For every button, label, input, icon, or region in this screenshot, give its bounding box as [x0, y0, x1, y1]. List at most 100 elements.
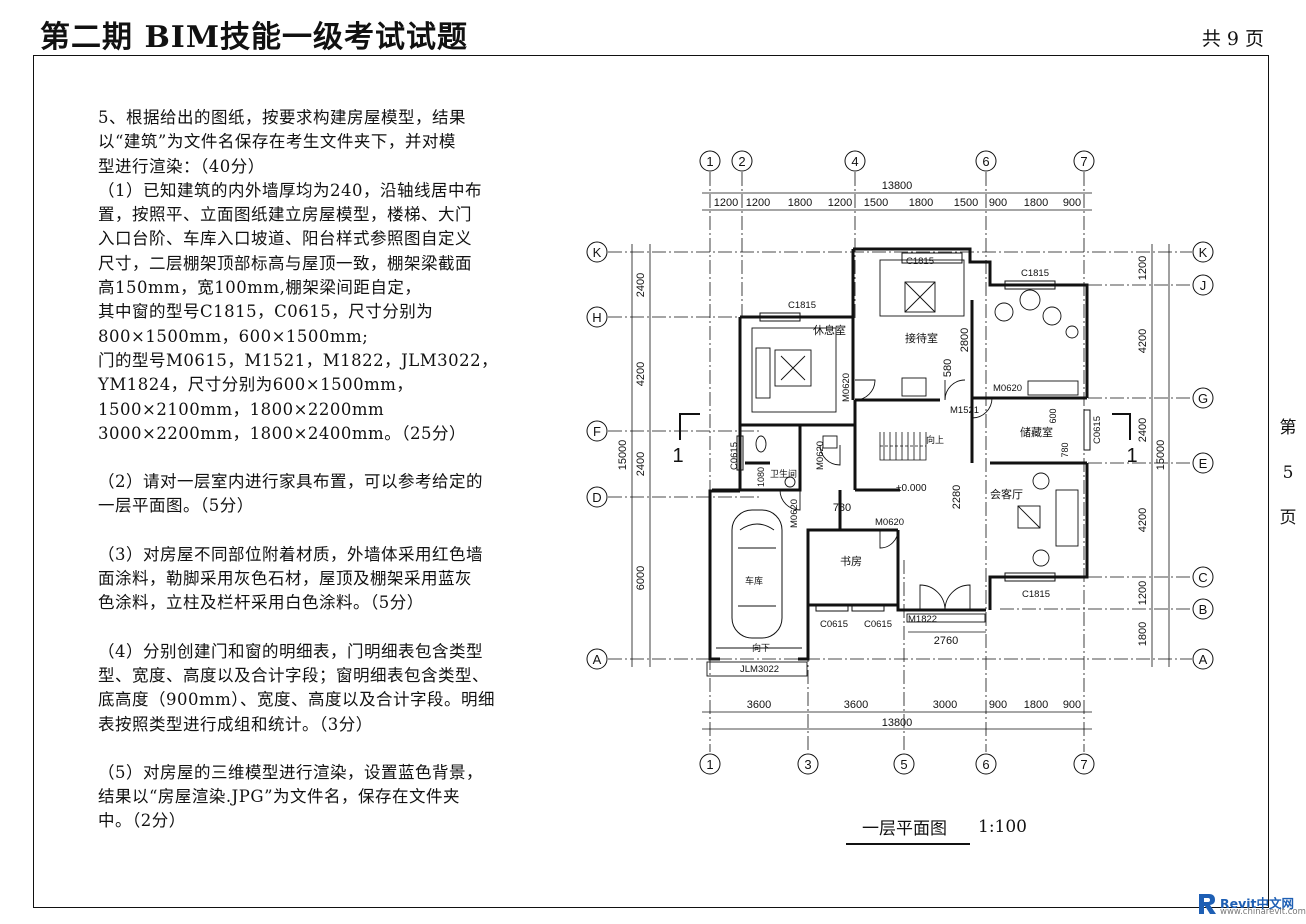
furniture: [751, 259, 1079, 567]
question-text: 5、根据给出的图纸，按要求构建房屋模型，结果 以“建筑”为文件名保存在考生文件夹…: [98, 106, 538, 834]
walls: [708, 247, 1089, 661]
dimension-lines: [631, 192, 1170, 730]
dimension-bottom: 3600: [844, 699, 868, 711]
dimension-top: 1200: [714, 197, 738, 209]
room-label: 储藏室: [1020, 425, 1053, 439]
logo-name: Revit中文网: [1220, 896, 1295, 911]
doors: [706, 379, 993, 677]
window-tag: C1815: [788, 300, 816, 311]
dimension-right: 4200: [1137, 508, 1149, 532]
door-tag: M0620: [993, 383, 1022, 394]
grid-label-right: C: [1198, 570, 1207, 585]
door-tag: M0620: [789, 499, 800, 528]
inner-dimension: 2760: [934, 635, 958, 647]
door-tag: M0620: [875, 517, 904, 528]
revit-logo: Revit中文网 www.chinarevit.com: [1196, 892, 1306, 918]
question-paragraph: （2）请对一层室内进行家具布置，可以参考给定的 一层平面图。（5分）: [98, 472, 483, 516]
plan-title-underline: [846, 843, 970, 845]
grid-label-bottom: 5: [900, 757, 907, 772]
dimension-total-right: 15000: [1155, 440, 1167, 471]
grid-label-left: H: [592, 310, 601, 325]
grid-label-bottom: 6: [982, 757, 989, 772]
grid-label-left: K: [593, 245, 602, 260]
window-tag: C0615: [729, 442, 740, 470]
room-label: 车库: [745, 575, 763, 586]
grid-label-right: A: [1199, 652, 1208, 667]
windows: [736, 252, 1091, 612]
side-page-char: 5: [1282, 463, 1294, 483]
grid-label-bottom: 3: [804, 757, 811, 772]
room-label: 接待室: [905, 331, 938, 345]
ramp-down-label: 向下: [752, 642, 770, 653]
inner-dimension: 780: [1060, 442, 1070, 457]
dimension-bottom: 3000: [933, 699, 957, 711]
dimension-right: 1200: [1137, 256, 1149, 280]
inner-dimension: 600: [1048, 408, 1058, 423]
door-tag: M1521: [950, 405, 979, 416]
window-tag: C1815: [1021, 268, 1049, 279]
inner-dimension: 2800: [959, 328, 971, 352]
inner-dimension: 1080: [756, 467, 766, 487]
car: [731, 509, 783, 639]
dimension-total-left: 15000: [617, 440, 629, 471]
dimension-right: 4200: [1137, 329, 1149, 353]
window-tag: C0615: [864, 619, 892, 630]
dimension-top: 1800: [909, 197, 933, 209]
dimension-left: 2400: [635, 273, 647, 297]
grid-label-top: 6: [982, 154, 989, 169]
window-tag: C1815: [1022, 589, 1050, 600]
dimension-total-bottom: 13800: [882, 717, 913, 729]
side-page-char: 页: [1279, 508, 1297, 528]
grid-label-top: 2: [738, 154, 745, 169]
dimension-left: 6000: [635, 566, 647, 590]
window-tag: C0615: [820, 619, 848, 630]
door-tag: M0620: [815, 441, 826, 470]
dimension-top: 1500: [954, 197, 978, 209]
grid-label-top: 4: [851, 154, 858, 169]
total-pages: 共 9 页: [1201, 28, 1264, 50]
question-paragraph: （5）对房屋的三维模型进行渲染，设置蓝色背景， 结果以“房屋渲染.JPG”为文件…: [98, 762, 483, 831]
question-paragraph: （4）分别创建门和窗的明细表，门明细表包含类型 型、宽度、高度以及合计字段；窗明…: [98, 641, 496, 734]
grid-label-left: D: [592, 490, 601, 505]
room-label: 书房: [840, 555, 862, 568]
door-tag: M1822: [908, 614, 937, 625]
grid-lines: [608, 172, 1192, 752]
grid-label-right: K: [1199, 245, 1208, 260]
question-paragraph: 5、根据给出的图纸，按要求构建房屋模型，结果 以“建筑”为文件名保存在考生文件夹…: [98, 108, 499, 443]
grid-label-bottom: 1: [706, 757, 713, 772]
room-label: 卫生间: [770, 468, 797, 479]
section-mark-label: 1: [672, 445, 683, 467]
dimension-bottom: 1800: [1024, 699, 1048, 711]
side-page-number: 第 5 页: [1277, 406, 1299, 541]
section-marks: [679, 413, 1131, 440]
dimension-left: 2400: [635, 452, 647, 476]
dimension-total-top: 13800: [882, 180, 913, 192]
dimension-top: 900: [989, 197, 1007, 209]
grid-label-right: E: [1199, 456, 1208, 471]
dimension-right: 2400: [1137, 418, 1149, 442]
question-paragraph: （3）对房屋不同部位附着材质，外墙体采用红色墙 面涂料，勒脚采用灰色石材，屋顶及…: [98, 544, 483, 613]
grid-bubbles: [586, 150, 1214, 775]
dimension-top: 1200: [746, 197, 770, 209]
drawing-frame: [33, 55, 1269, 908]
side-page-char: 第: [1279, 418, 1297, 438]
window-tag: C0615: [1092, 416, 1103, 444]
dimension-bottom: 900: [1063, 699, 1081, 711]
elevation-label: ±0.000: [896, 483, 927, 494]
dimension-bottom: 900: [989, 699, 1007, 711]
grid-label-bottom: 7: [1080, 757, 1087, 772]
room-label: 会客厅: [990, 487, 1023, 501]
dimension-top: 900: [1063, 197, 1081, 209]
door-tag: JLM3022: [740, 664, 779, 675]
dimension-bottom: 3600: [747, 699, 771, 711]
revit-logo-icon: [1199, 894, 1216, 914]
grid-label-right: B: [1199, 602, 1208, 617]
inner-dimension: 2280: [951, 485, 963, 509]
floor-plan-drawing: 1 2 4 6 7 1 3 5 6 7 K H F D A K J G E C …: [586, 150, 1214, 775]
logo-url: www.chinarevit.com: [1220, 907, 1306, 917]
grid-label-right: J: [1200, 278, 1207, 293]
grid-label-top: 7: [1080, 154, 1087, 169]
room-label: 休息室: [813, 323, 846, 337]
stair-up-label: 向上: [926, 434, 944, 445]
stair: [879, 432, 927, 461]
